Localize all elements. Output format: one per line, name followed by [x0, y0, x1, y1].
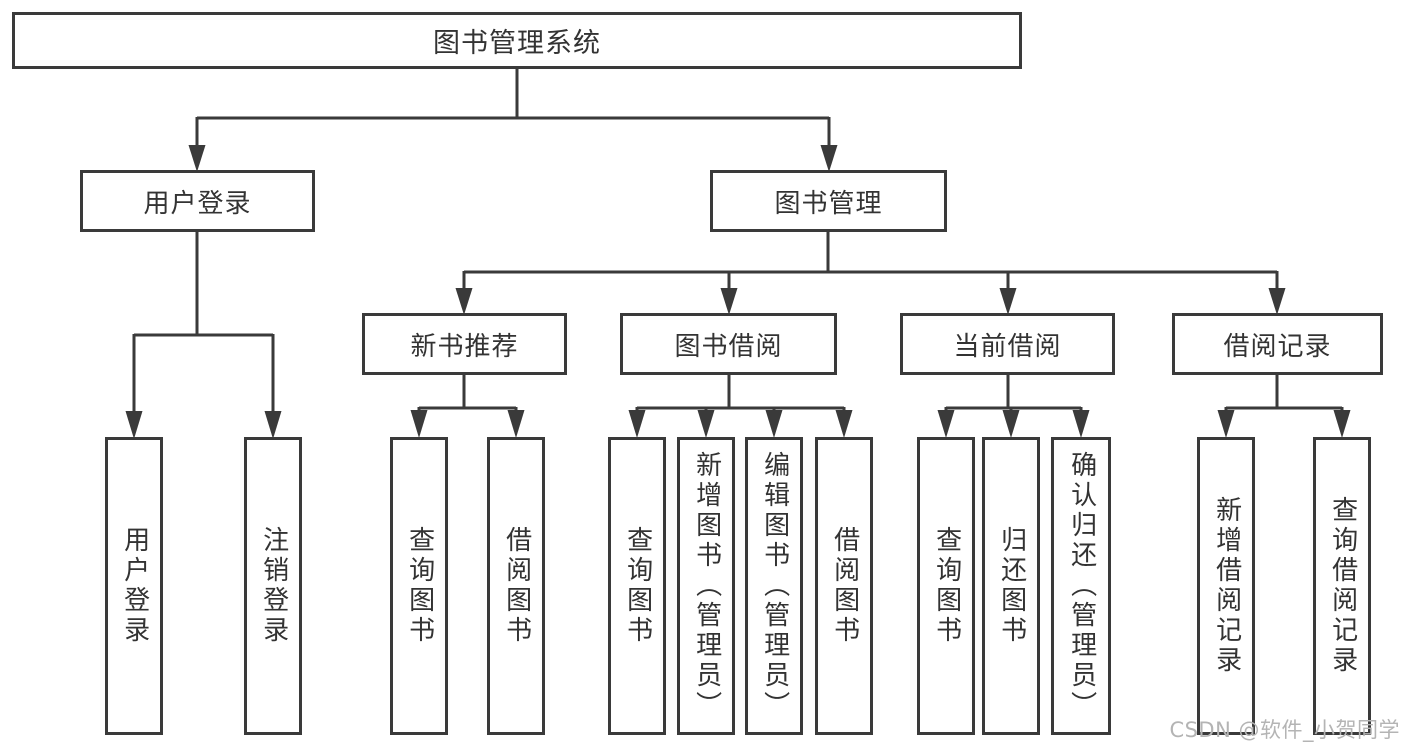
leaf-edit-book-admin-label: 编辑图书（管理员） [759, 451, 790, 721]
leaf-confirm-return-admin-label: 确认归还（管理员） [1066, 451, 1097, 721]
leaf-add-borrow-record-label: 新增借阅记录 [1211, 496, 1242, 676]
edge-book-borrow-to-children [628, 374, 853, 438]
edge-root-to-level1 [188, 66, 838, 172]
edge-book-mgmt-to-children [455, 231, 1286, 315]
edge-user-login-to-children [125, 231, 282, 439]
leaf-edit-book-admin: 编辑图书（管理员） [745, 437, 803, 735]
edge-current-borrow-to-children [937, 374, 1090, 438]
leaf-add-book-admin: 新增图书（管理员） [677, 437, 735, 735]
leaf-query-books-current-label: 查询图书 [931, 526, 962, 646]
leaf-query-books-recommend-label: 查询图书 [404, 526, 435, 646]
node-new-book-recommend-label: 新书推荐 [410, 331, 519, 362]
node-new-book-recommend: 新书推荐 [362, 313, 567, 375]
leaf-confirm-return-admin: 确认归还（管理员） [1051, 437, 1111, 735]
leaf-query-books-borrow: 查询图书 [608, 437, 666, 735]
leaf-borrow-books-label: 借阅图书 [829, 526, 860, 646]
node-book-borrow: 图书借阅 [620, 313, 837, 375]
node-book-borrow-label: 图书借阅 [674, 331, 783, 362]
node-book-management: 图书管理 [710, 170, 947, 232]
node-user-login: 用户登录 [80, 170, 315, 232]
leaf-borrow-books-recommend-label: 借阅图书 [501, 526, 532, 646]
node-book-management-label: 图书管理 [774, 188, 883, 219]
leaf-query-borrow-record: 查询借阅记录 [1313, 437, 1371, 735]
leaf-query-books-current: 查询图书 [917, 437, 975, 735]
leaf-query-borrow-record-label: 查询借阅记录 [1327, 496, 1358, 676]
csdn-watermark: CSDN @软件_小贺同学 [1169, 718, 1400, 742]
leaf-logout-label: 注销登录 [258, 526, 289, 646]
node-borrow-records: 借阅记录 [1172, 313, 1383, 375]
leaf-borrow-books-recommend: 借阅图书 [487, 437, 545, 735]
edge-borrow-record-to-children [1217, 374, 1351, 438]
leaf-return-book-label: 归还图书 [996, 526, 1027, 646]
node-root-label: 图书管理系统 [433, 28, 601, 59]
node-root: 图书管理系统 [12, 12, 1022, 69]
edge-new-book-to-children [410, 374, 525, 438]
leaf-return-book: 归还图书 [982, 437, 1040, 735]
leaf-add-borrow-record: 新增借阅记录 [1197, 437, 1255, 735]
leaf-user-login-label: 用户登录 [119, 526, 150, 646]
leaf-query-books-borrow-label: 查询图书 [622, 526, 653, 646]
leaf-borrow-books: 借阅图书 [815, 437, 873, 735]
leaf-user-login: 用户登录 [105, 437, 163, 735]
node-current-borrow: 当前借阅 [900, 313, 1115, 375]
node-borrow-records-label: 借阅记录 [1223, 331, 1332, 362]
node-current-borrow-label: 当前借阅 [953, 331, 1062, 362]
leaf-logout: 注销登录 [244, 437, 302, 735]
node-user-login-label: 用户登录 [143, 188, 252, 219]
leaf-add-book-admin-label: 新增图书（管理员） [691, 451, 722, 721]
leaf-query-books-recommend: 查询图书 [390, 437, 448, 735]
